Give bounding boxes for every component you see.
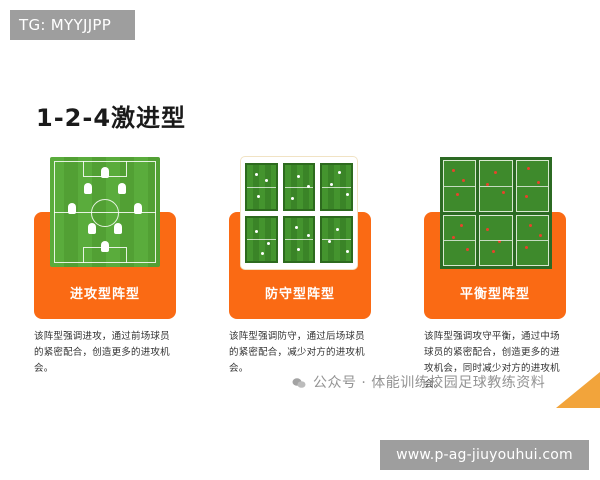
- watermark: 公众号 · 体能训练校园足球教练资料: [292, 372, 545, 392]
- card-description: 该阵型强调进攻，通过前场球员的紧密配合，创造更多的进攻机会。: [34, 331, 170, 374]
- corner-decoration: [556, 372, 600, 408]
- pitch-grid-image: [440, 157, 552, 269]
- formation-card-balanced: 平衡型阵型 该阵型强调攻守平衡，通过中场球员的紧密配合，创造更多的进攻机会，同时…: [424, 157, 586, 390]
- pitch-image: [50, 157, 160, 267]
- url-badge: www.p-ag-jiuyouhui.com: [380, 440, 589, 470]
- formation-card-defense: 防守型阵型 该阵型强调防守，通过后场球员的紧密配合，减少对方的进攻机会。: [229, 157, 391, 387]
- wechat-icon: [292, 378, 306, 388]
- card-label: 平衡型阵型: [459, 287, 530, 302]
- formation-card-attack: 进攻型阵型 该阵型强调进攻，通过前场球员的紧密配合，创造更多的进攻机会。: [34, 157, 196, 387]
- tag-badge: TG: MYYJJPP: [10, 10, 135, 40]
- pitch-grid-image: [241, 157, 357, 269]
- card-label: 防守型阵型: [264, 287, 335, 302]
- watermark-text: 公众号 · 体能训练校园足球教练资料: [312, 375, 546, 391]
- card-description: 该阵型强调防守，通过后场球员的紧密配合，减少对方的进攻机会。: [229, 331, 365, 374]
- card-label: 进攻型阵型: [69, 287, 140, 302]
- card-description: 该阵型强调攻守平衡，通过中场球员的紧密配合，创造更多的进攻机会，同时减少对方的进…: [424, 331, 560, 390]
- page-title: 1-2-4激进型: [36, 104, 187, 132]
